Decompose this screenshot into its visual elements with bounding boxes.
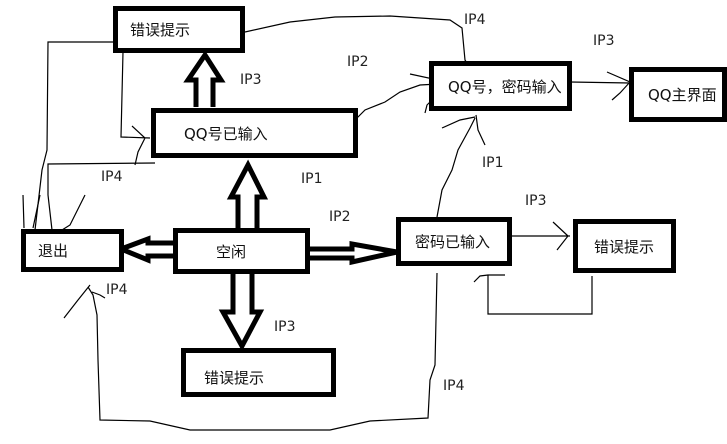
- state-qq-pwd-entered-label: QQ号，密码输入: [448, 77, 562, 96]
- connector-pwd-to-error-right: [512, 221, 570, 251]
- state-qq-entered-label: QQ号已输入: [184, 124, 268, 143]
- state-error-bottom-label: 错误提示: [204, 369, 265, 387]
- arrow-idle-to-error-bottom: [218, 273, 265, 352]
- connector-error-top-to-qq: [120, 51, 151, 166]
- state-pwd-entered: 密码已输入: [396, 217, 512, 266]
- label-ip1-center: IP1: [301, 171, 323, 187]
- state-error-top: 错误提示: [113, 6, 245, 53]
- state-error-bottom: 错误提示: [181, 348, 336, 397]
- label-ip2-center: IP2: [329, 209, 351, 225]
- label-ip2-top: IP2: [347, 54, 369, 70]
- state-error-right: 错误提示: [573, 219, 676, 273]
- state-pwd-entered-label: 密码已输入: [415, 233, 491, 251]
- label-ip4-left: IP4: [101, 169, 123, 185]
- label-ip1-right: IP1: [482, 155, 504, 171]
- state-exit-label: 退出: [38, 242, 69, 260]
- label-ip3-right-top: IP3: [593, 33, 615, 49]
- state-error-right-label: 错误提示: [594, 237, 655, 256]
- label-ip4-top: IP4: [464, 12, 486, 28]
- arrow-qq-to-error-top: [183, 50, 226, 107]
- connector-qq-pwd-to-exit: [244, 15, 471, 69]
- connector-error-right-to-pwd: [473, 274, 593, 315]
- label-ip3-top: IP3: [240, 72, 262, 88]
- state-exit: 退出: [21, 229, 124, 272]
- label-ip4-bottom-right: IP4: [443, 378, 465, 394]
- label-ip3-bottom: IP3: [274, 319, 296, 335]
- label-ip3-right-mid: IP3: [525, 193, 547, 209]
- state-idle-label: 空闲: [216, 242, 247, 261]
- state-idle: 空闲: [173, 228, 310, 274]
- connector-pwd-to-exit: [63, 272, 438, 431]
- state-main-label: QQ主界面: [648, 86, 717, 104]
- arrow-idle-to-exit: [114, 235, 174, 264]
- arrow-idle-to-pwd: [308, 241, 398, 266]
- state-error-top-label: 错误提示: [130, 21, 191, 39]
- connector-pwd-to-qqpwd: [436, 114, 486, 218]
- state-qq-entered: QQ号已输入: [151, 108, 358, 158]
- connector-qqpwd-to-main: [569, 71, 632, 101]
- state-main: QQ主界面: [629, 67, 727, 122]
- connector-qq-to-exit: [47, 162, 156, 231]
- connector-error-top-to-exit: [34, 41, 115, 231]
- label-ip4-bottom-left: IP4: [106, 282, 128, 298]
- arrow-idle-to-qq: [226, 159, 269, 229]
- state-qq-pwd-entered: QQ号，密码输入: [429, 61, 572, 111]
